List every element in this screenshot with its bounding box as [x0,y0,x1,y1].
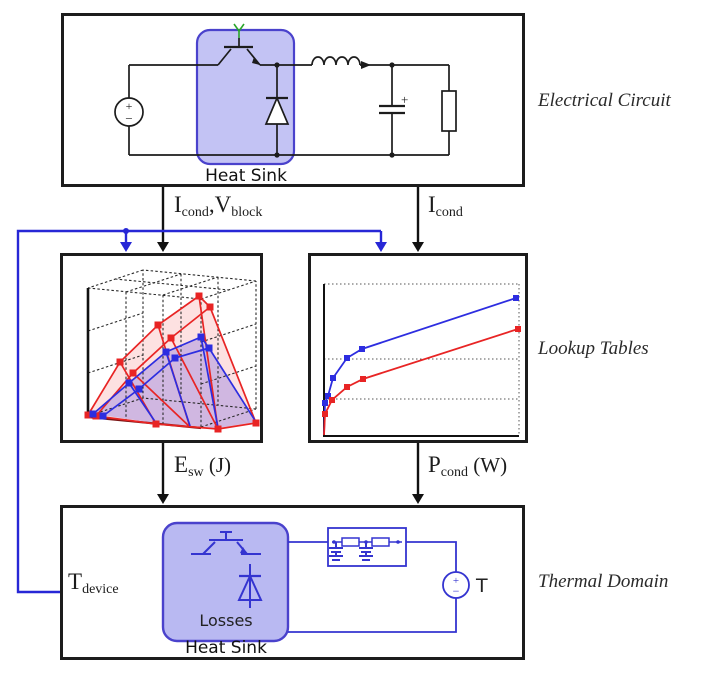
esw-lookup-table-box [60,253,263,443]
thermal-resistor-1 [341,537,360,547]
current-direction-arrow [361,61,371,69]
thermal-domain-box: Losses [60,505,525,660]
thermal-domain-section-label: Thermal Domain [538,571,669,592]
signal-label-icond: Icond [428,192,463,220]
lookup-tables-section-label: Lookup Tables [538,338,649,359]
arrow-icond-vblock [157,187,169,252]
heat-sink-label-electrical: Heat Sink [205,166,287,184]
thermal-capacitor-1 [329,542,343,561]
source-plus-sign: + [126,99,133,113]
signal-label-esw: Esw (J) [174,452,232,480]
circuit-wires [128,64,450,156]
thermal-resistor-2 [371,537,390,547]
pcond-lookup-table-box [308,253,528,443]
inductor-symbol [311,56,371,69]
igbt-emitter-arrow [252,57,260,65]
load-resistor [441,90,457,132]
t-source-minus-sign: − [453,584,460,598]
capacitor-symbol: + [379,62,408,158]
signal-label-tdevice: Tdevice [68,569,119,597]
capacitor-plus-sign: + [401,92,408,107]
diode-symbol [264,62,290,158]
arrow-icond [412,187,424,252]
t-source-plus-sign: + [453,575,459,587]
thermal-rc-network [327,527,407,567]
signal-label-pcond: Pcond (W) [428,452,508,480]
electrical-circuit-section-label: Electrical Circuit [538,90,671,111]
igbt-loss-arrow [240,547,248,555]
losses-label: Losses [199,611,252,630]
t-source-label: T [475,575,488,597]
igbt-symbol [217,38,261,66]
feedback-junction-dot [123,228,129,234]
temperature-source: + − [442,571,470,599]
esw-3d-surface-plot [84,269,260,433]
heat-sink-region [195,28,296,166]
dc-voltage-source: + − [114,97,144,127]
losses-heat-sink-block [161,521,290,643]
source-minus-sign: − [125,111,132,126]
thermal-wires [288,541,457,633]
electrical-circuit-schematic: + − [114,23,457,184]
thermal-schematic: Losses [161,521,488,657]
arrow-pcond [412,443,424,504]
arrow-esw [157,443,169,504]
gate-signal-marker [233,23,245,38]
diode-loss-icon [237,564,263,608]
electrical-circuit-box: + − [61,13,525,187]
pcond-curve-plot [322,283,521,437]
thermal-capacitor-2 [359,542,373,561]
signal-label-icond-vblock: Icond,Vblock [174,192,263,220]
heat-sink-label-thermal: Heat Sink [185,638,267,657]
